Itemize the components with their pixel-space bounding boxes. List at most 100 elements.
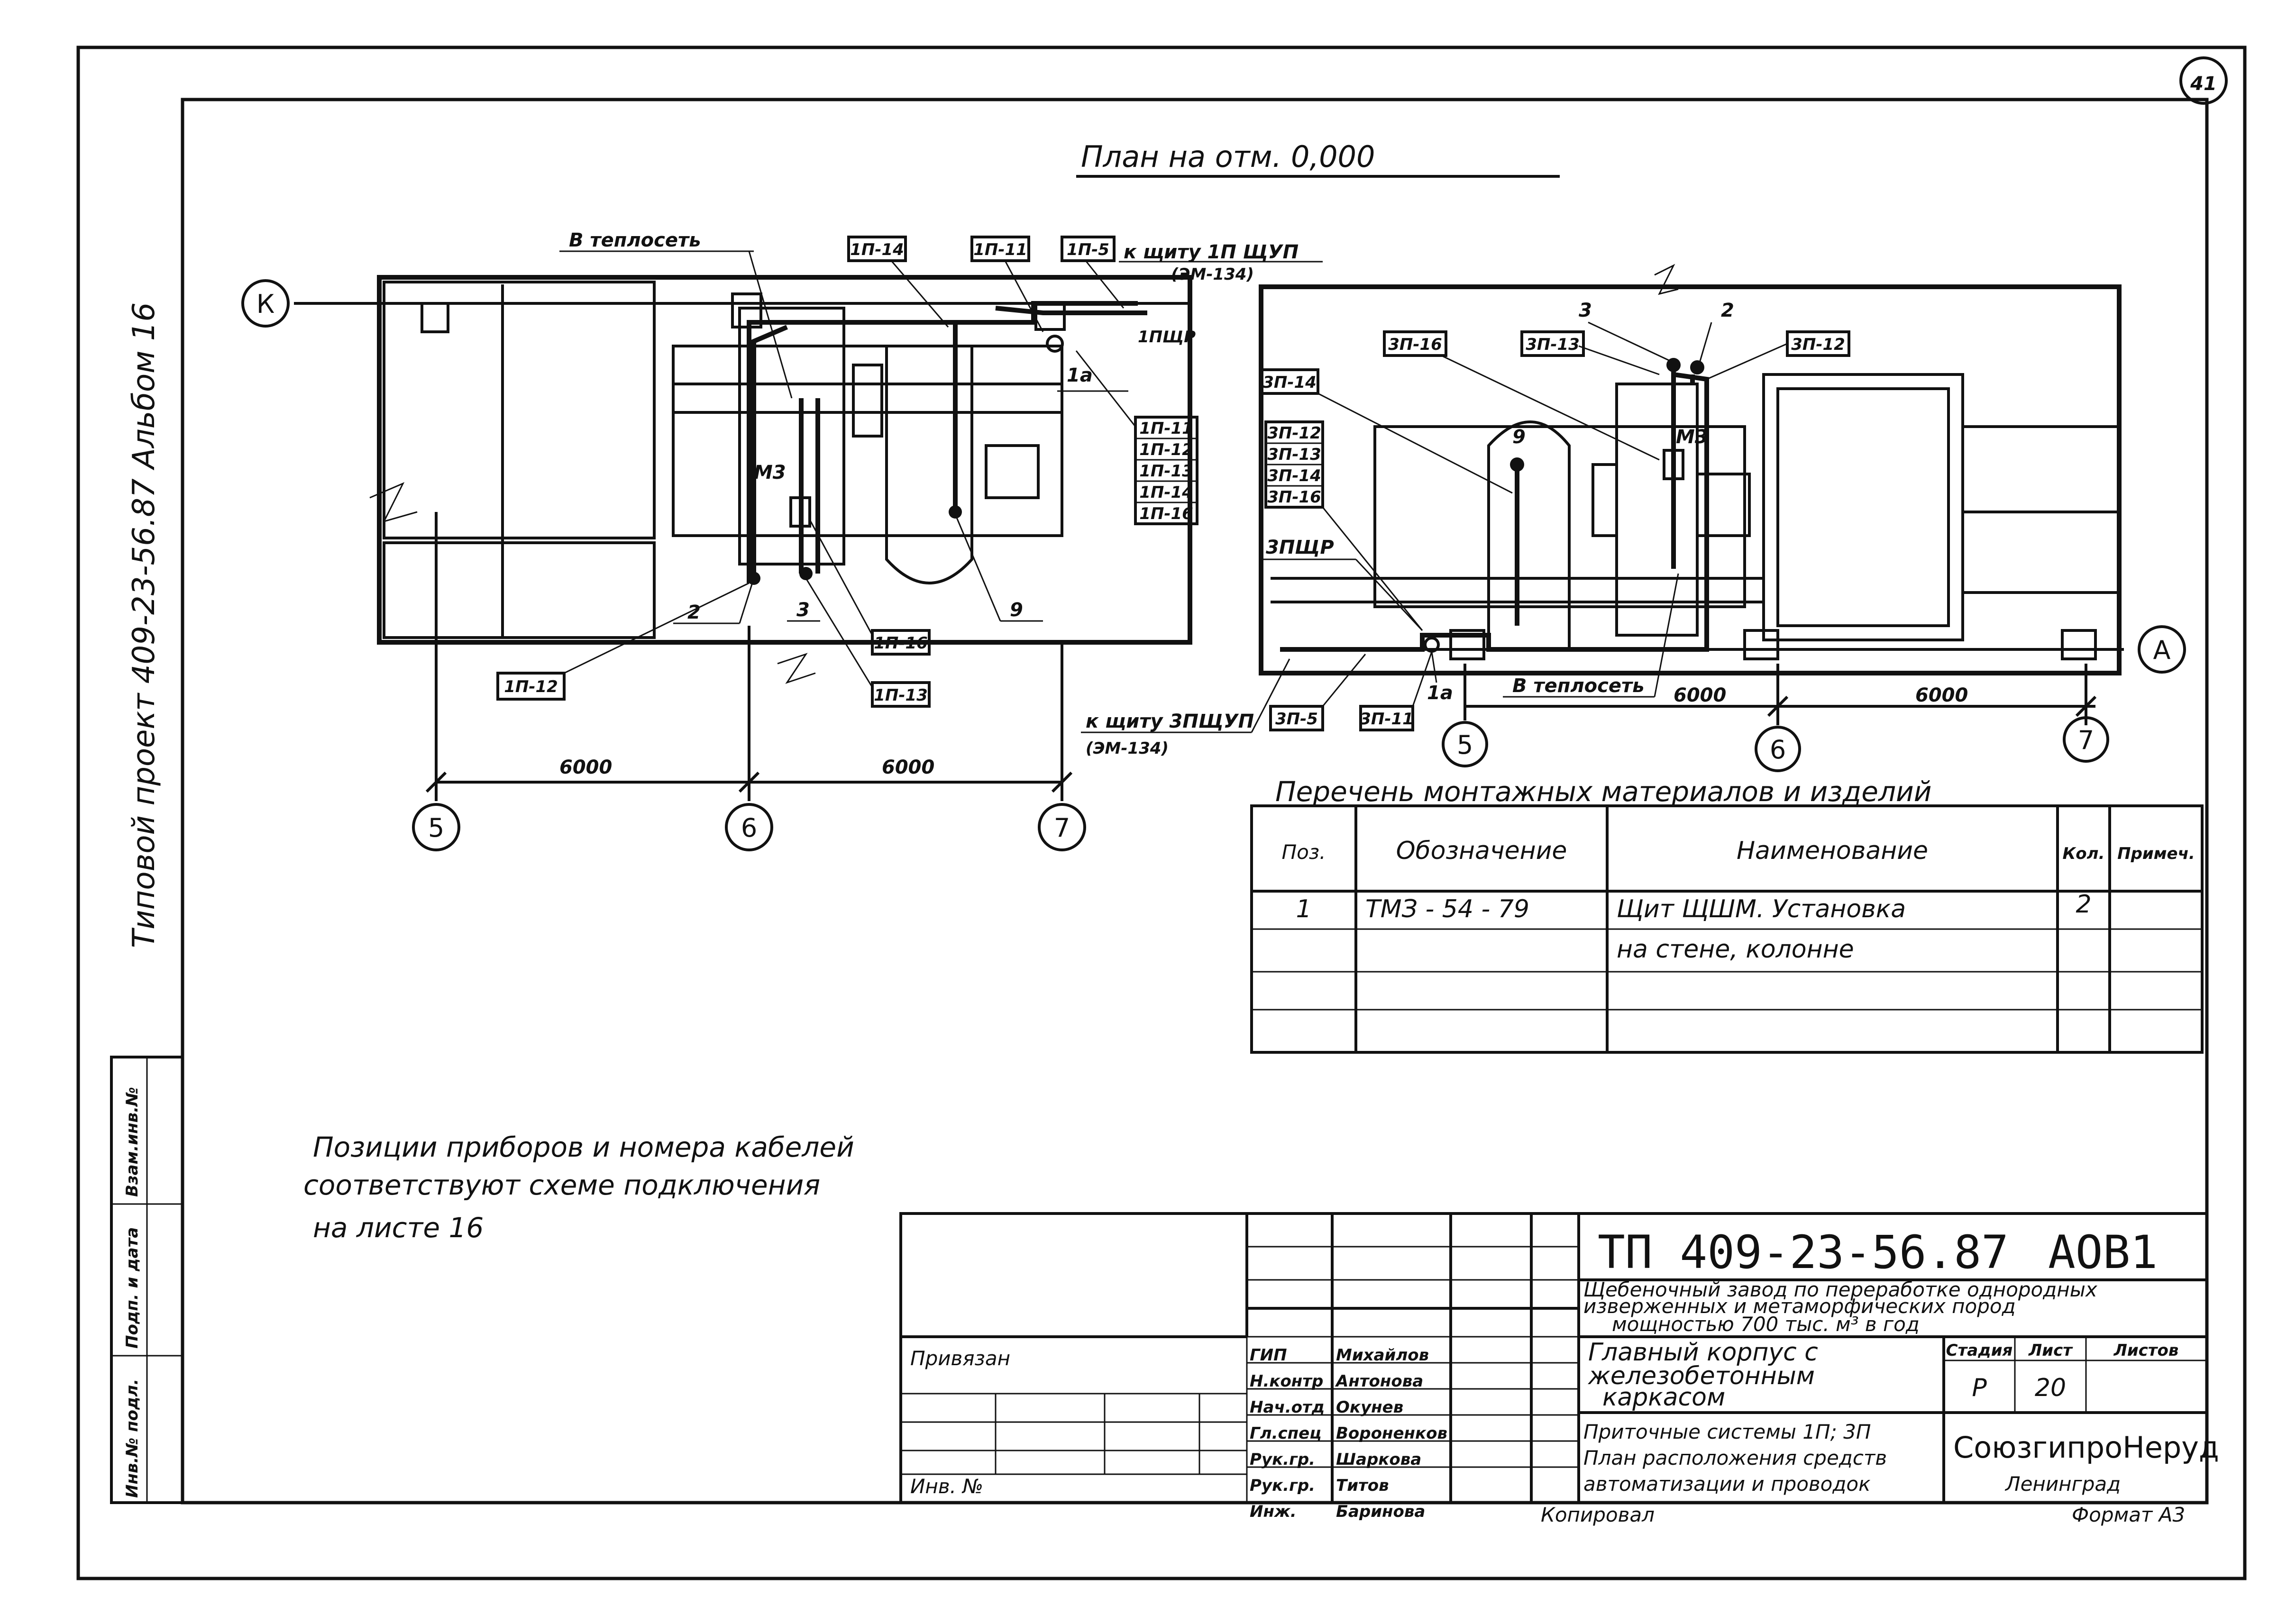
plan-title-text: План на отм. 0,000 bbox=[1081, 139, 1375, 174]
stamp-col-sheets: Листов bbox=[2113, 1341, 2179, 1360]
svg-text:1П-5: 1П-5 bbox=[1067, 240, 1109, 259]
right-box-3p16: 3П-16 bbox=[1383, 330, 1447, 357]
stamp-person-name: Окунев bbox=[1336, 1398, 1403, 1417]
stamp-person-name: Шаркова bbox=[1336, 1450, 1421, 1469]
side-box-sign: Подп. и дата bbox=[123, 1227, 142, 1349]
svg-text:3П-12: 3П-12 bbox=[1267, 424, 1321, 443]
materials-row1-name: Щит ЩШМ. Установка bbox=[1617, 895, 1906, 923]
stamp-drawing-2: План расположения средств bbox=[1583, 1446, 1887, 1469]
stamp-building-3: каркасом bbox=[1602, 1383, 1725, 1412]
right-box-3p5: 3П-5 bbox=[1269, 705, 1324, 731]
general-note: Позиции приборов и номера кабелей соотве… bbox=[303, 1131, 854, 1244]
stamp-person-role: Рук.гр. bbox=[1250, 1450, 1315, 1469]
left-pos-2: 2 bbox=[687, 602, 701, 623]
left-dim-2: 6000 bbox=[882, 757, 934, 778]
left-pos-3: 3 bbox=[796, 599, 810, 621]
left-box-stack: 1П-11 1П-12 1П-13 1П-14 1П-16 bbox=[1134, 416, 1198, 525]
right-dim-2: 6000 bbox=[1915, 684, 1968, 706]
materials-row1-qty: 2 bbox=[2076, 890, 2091, 919]
materials-header-name: Наименование bbox=[1737, 837, 1928, 865]
corner-number-text: 41 bbox=[2190, 73, 2217, 95]
stamp-col-sheet: Лист bbox=[2028, 1341, 2073, 1360]
right-1a-label: 1а bbox=[1427, 682, 1453, 704]
svg-text:3П-13: 3П-13 bbox=[1267, 445, 1321, 464]
svg-text:1П-13: 1П-13 bbox=[874, 686, 928, 705]
stamp-org: СоюзгипроНеруд bbox=[1953, 1430, 2219, 1465]
left-to-panel-label: к щиту 1П ЩУП bbox=[1124, 241, 1299, 263]
svg-text:3П-13: 3П-13 bbox=[1526, 335, 1580, 354]
left-1a-label: 1а bbox=[1067, 365, 1093, 386]
side-stamp: Взам.инв.№ Подп. и дата Инв.№ подл. bbox=[110, 1056, 184, 1504]
stamp-project-2: изверженных и метаморфических пород bbox=[1583, 1295, 2016, 1318]
note-line-3: на листе 16 bbox=[313, 1212, 484, 1244]
right-to-panel-label: к щиту 3ПЩУП bbox=[1086, 711, 1254, 732]
right-box-3p14: 3П-14 bbox=[1260, 368, 1319, 395]
stamp-building-1: Главный корпус с bbox=[1588, 1338, 1818, 1367]
stamp-stage: Р bbox=[1972, 1374, 1987, 1402]
stamp-person-name: Баринова bbox=[1336, 1502, 1425, 1521]
left-pos-9: 9 bbox=[1010, 599, 1023, 621]
stamp-person-role: ГИП bbox=[1250, 1346, 1287, 1365]
stamp-person-role: Инж. bbox=[1250, 1502, 1297, 1521]
left-axis-7: 7 bbox=[1054, 813, 1070, 843]
stamp-person-name: Антонова bbox=[1335, 1372, 1423, 1391]
left-axis-6: 6 bbox=[741, 813, 757, 843]
materials-row2-name: на стене, колонне bbox=[1617, 935, 1854, 964]
stamp-city: Ленинград bbox=[2004, 1472, 2121, 1496]
svg-text:1П-14: 1П-14 bbox=[850, 240, 904, 259]
svg-text:1П-16: 1П-16 bbox=[874, 634, 928, 653]
stamp-sheet-no: 20 bbox=[2035, 1374, 2066, 1402]
right-box-3p12: 3П-12 bbox=[1786, 330, 1850, 357]
left-panel-label: 1ПЩР bbox=[1138, 328, 1196, 347]
right-pos-2: 2 bbox=[1721, 300, 1734, 321]
right-axis-5: 5 bbox=[1457, 730, 1473, 760]
right-pos-3: 3 bbox=[1579, 300, 1592, 321]
materials-row1-code: ТМЗ - 54 - 79 bbox=[1365, 895, 1529, 923]
left-box-1p13: 1П-13 bbox=[871, 681, 931, 708]
materials-header-note: Примеч. bbox=[2117, 844, 2195, 863]
stamp-person-role: Нач.отд bbox=[1250, 1398, 1325, 1417]
stamp-attached: Привязан bbox=[910, 1347, 1010, 1370]
stamp-drawing-1: Приточные системы 1П; 3П bbox=[1583, 1420, 1871, 1443]
stamp-person-role: Н.контр bbox=[1250, 1372, 1323, 1391]
svg-text:3П-14: 3П-14 bbox=[1267, 466, 1321, 485]
left-axis-k: К bbox=[256, 289, 274, 319]
svg-text:1П-12: 1П-12 bbox=[504, 677, 558, 696]
side-box-replace: Взам.инв.№ bbox=[123, 1087, 142, 1197]
stamp-inv: Инв. № bbox=[910, 1475, 983, 1498]
stamp-project-3: мощностью 700 тыс. м³ в год bbox=[1612, 1313, 1920, 1336]
left-box-1p14: 1П-14 bbox=[847, 236, 907, 262]
materials-header-code: Обозначение bbox=[1396, 837, 1567, 865]
right-dim-1: 6000 bbox=[1674, 684, 1726, 706]
stamp-code: ТП 409-23-56.87 bbox=[1598, 1226, 2009, 1279]
materials-table: Перечень монтажных материалов и изделий … bbox=[1250, 776, 2204, 1054]
svg-text:1П-13: 1П-13 bbox=[1139, 462, 1193, 481]
stamp-person-role: Рук.гр. bbox=[1250, 1476, 1315, 1495]
svg-text:3П-5: 3П-5 bbox=[1275, 710, 1318, 729]
stamp-person-name: Титов bbox=[1336, 1476, 1389, 1495]
note-line-2: соответствуют схеме подключения bbox=[303, 1169, 820, 1201]
right-m3-label: М3 bbox=[1676, 426, 1708, 448]
stamp-person-role: Гл.спец bbox=[1250, 1424, 1321, 1443]
side-project-text: Типовой проект 409-23-56.87 Альбом 16 bbox=[127, 302, 162, 948]
stamp-person-name: Вороненков bbox=[1336, 1424, 1447, 1443]
right-pos-9: 9 bbox=[1512, 426, 1526, 448]
note-line-1: Позиции приборов и номера кабелей bbox=[313, 1131, 854, 1163]
materials-header-qty: Кол. bbox=[2063, 844, 2105, 863]
left-box-1p16: 1П-16 bbox=[871, 629, 931, 656]
right-axis-7: 7 bbox=[2078, 725, 2094, 755]
left-box-1p12: 1П-12 bbox=[496, 672, 566, 701]
svg-text:1П-11: 1П-11 bbox=[1139, 419, 1193, 438]
stamp-person-name: Михайлов bbox=[1336, 1346, 1429, 1365]
left-heat-label: В теплосеть bbox=[569, 229, 701, 251]
svg-text:1П-14: 1П-14 bbox=[1139, 483, 1193, 502]
stamp-project-1: Щебеночный завод по переработке однородн… bbox=[1583, 1278, 2098, 1301]
stamp-mark: АОВ1 bbox=[2048, 1226, 2158, 1279]
svg-text:1П-16: 1П-16 bbox=[1139, 504, 1193, 523]
svg-text:3П-16: 3П-16 bbox=[1388, 335, 1442, 354]
right-plan: А 3П-16 3П-13 3П-12 3П-14 3П-5 3П-11 3П-… bbox=[1081, 264, 2186, 772]
left-m3-label: М3 bbox=[754, 462, 786, 484]
materials-title: Перечень монтажных материалов и изделий bbox=[1275, 776, 1931, 808]
